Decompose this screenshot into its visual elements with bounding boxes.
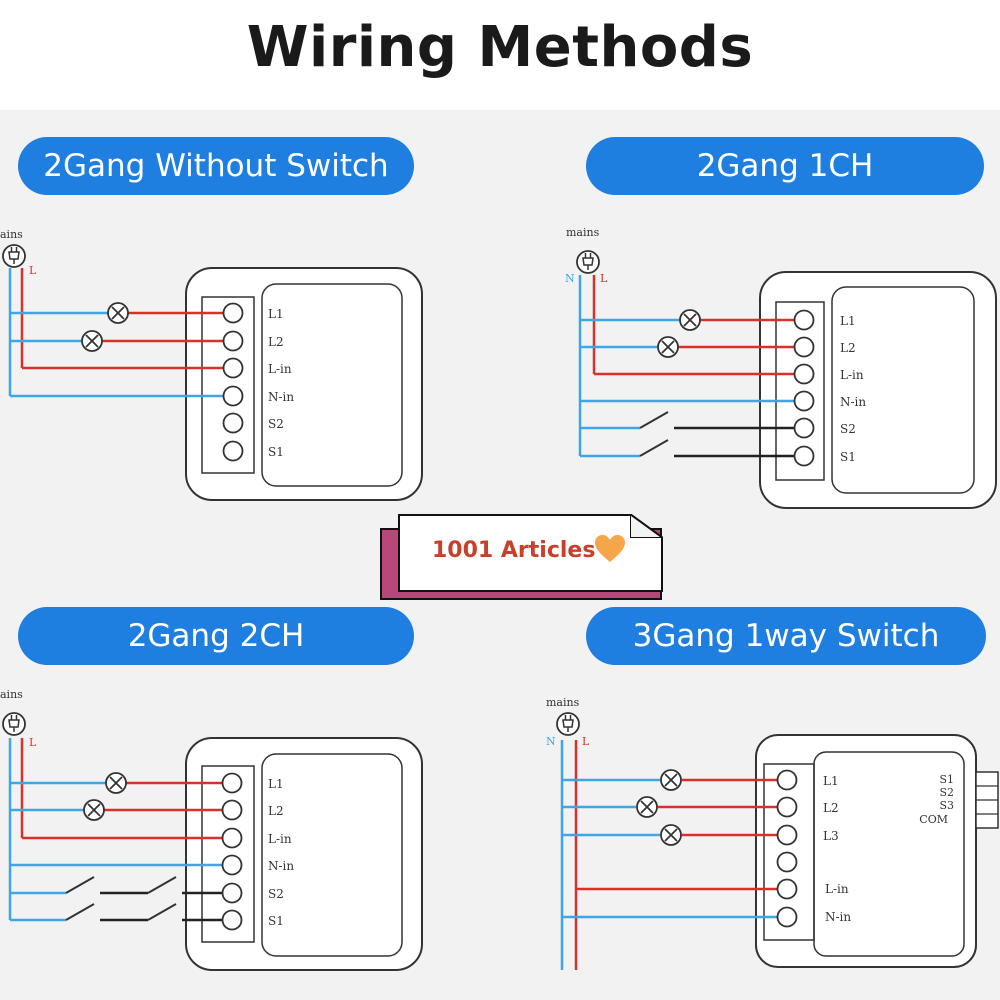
terminal-label: S2: [268, 887, 284, 901]
heading-2gang-2ch: 2Gang 2CH: [18, 607, 414, 665]
diagram-2gang-1ch: [576, 250, 997, 509]
side-terminal-label: S1: [939, 773, 954, 786]
terminal-label: L2: [840, 341, 856, 355]
terminal-label: L1: [823, 774, 839, 788]
terminal-label: N-in: [825, 910, 851, 924]
terminal-label: L-in: [825, 882, 849, 896]
mains-label: mains: [566, 226, 600, 239]
terminal-label: S2: [268, 417, 284, 431]
page-title: Wiring Methods: [246, 15, 754, 80]
terminal-label: L-in: [268, 832, 292, 846]
terminal-label: L3: [823, 829, 839, 843]
live-mark: L: [582, 735, 590, 748]
live-mark: L: [29, 736, 37, 749]
terminal-label: L-in: [840, 368, 864, 382]
watermark-badge: 1001 Articles: [380, 514, 665, 600]
terminal-label: S1: [268, 914, 284, 928]
diagram-2gang-without-switch: [2, 244, 423, 501]
heading-2gang-without-switch: 2Gang Without Switch: [18, 137, 414, 195]
terminal-label: N-in: [268, 859, 294, 873]
terminal-label: L-in: [268, 362, 292, 376]
terminal-label: L2: [268, 804, 284, 818]
terminal-label: L1: [268, 777, 284, 791]
terminal-label: L1: [840, 314, 856, 328]
terminal-label: N-in: [840, 395, 866, 409]
terminal-label: S1: [840, 450, 856, 464]
side-terminal-label: S3: [939, 799, 954, 812]
terminal-label: L2: [823, 801, 839, 815]
neutral-mark: N: [565, 272, 575, 285]
diagram-3gang-1way-switch: [556, 712, 999, 970]
watermark-text: 1001 Articles: [432, 538, 596, 563]
heart-icon: [595, 535, 625, 562]
live-mark: L: [600, 272, 608, 285]
terminal-label: N-in: [268, 390, 294, 404]
neutral-mark: N: [546, 735, 556, 748]
heading-3gang-1way-switch: 3Gang 1way Switch: [586, 607, 986, 665]
page-fold-icon: [630, 514, 663, 538]
terminal-label: L1: [268, 307, 284, 321]
mains-label: ains: [0, 228, 23, 241]
terminal-label: L2: [268, 335, 284, 349]
mains-label: mains: [546, 696, 580, 709]
side-terminal-label: S2: [939, 786, 954, 799]
heading-2gang-1ch: 2Gang 1CH: [586, 137, 984, 195]
terminal-label: S2: [840, 422, 856, 436]
side-terminal-label: COM: [919, 813, 948, 826]
mains-label: ains: [0, 688, 23, 701]
live-mark: L: [29, 264, 37, 277]
diagram-2gang-2ch: [2, 712, 423, 971]
terminal-label: S1: [268, 445, 284, 459]
